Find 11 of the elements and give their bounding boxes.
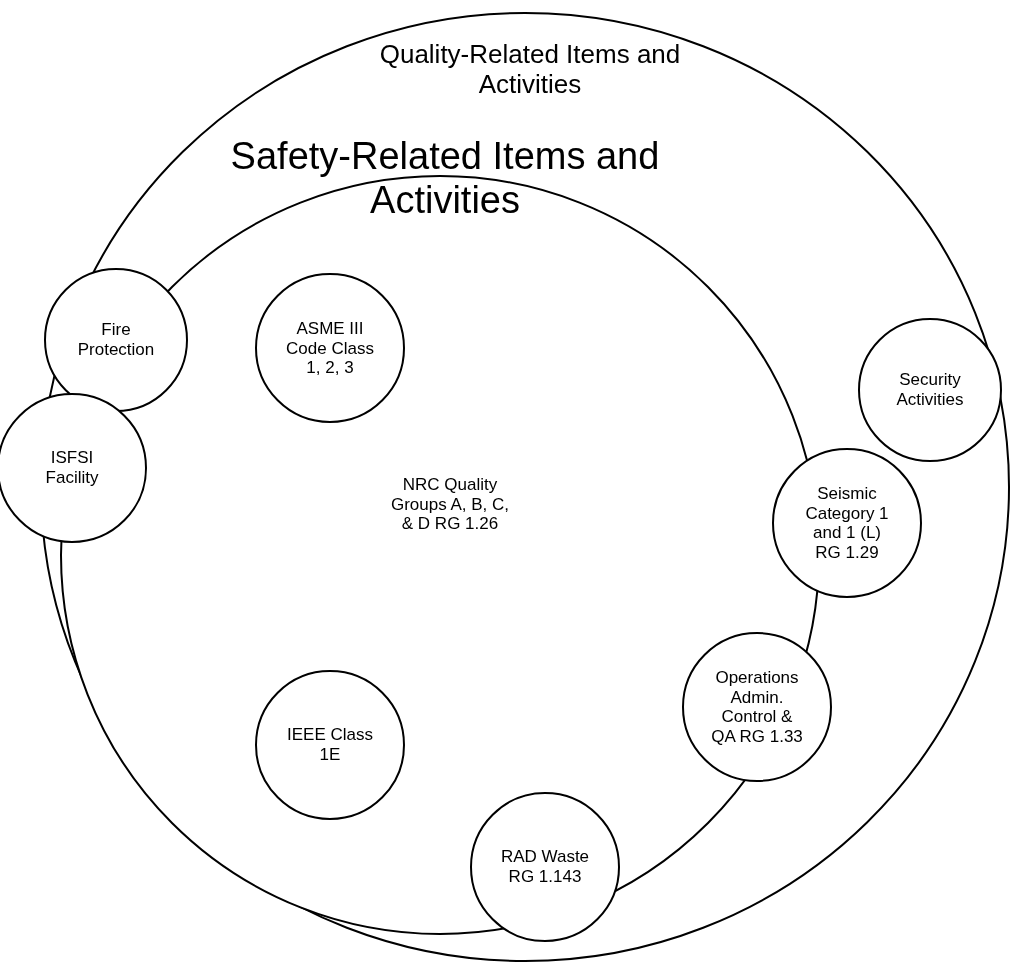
circle-label: Security Activities	[895, 370, 965, 410]
circle-label: Fire Protection	[76, 320, 156, 360]
circle-label: IEEE Class 1E	[286, 725, 374, 765]
circle-label: ISFSI Facility	[44, 448, 100, 488]
circle-label: Operations Admin. Control & QA RG 1.33	[710, 667, 804, 747]
circle-label: Seismic Category 1 and 1 (L) RG 1.29	[804, 483, 890, 563]
circle-title: Quality-Related Items and Activities	[378, 40, 682, 100]
circle-label: RAD Waste RG 1.143	[499, 847, 591, 887]
circle-label: NRC Quality Groups A, B, C, & D RG 1.26	[390, 475, 510, 534]
circle-label: ASME III Code Class 1, 2, 3	[285, 318, 375, 378]
circle-title: Safety-Related Items and Activities	[229, 135, 661, 223]
